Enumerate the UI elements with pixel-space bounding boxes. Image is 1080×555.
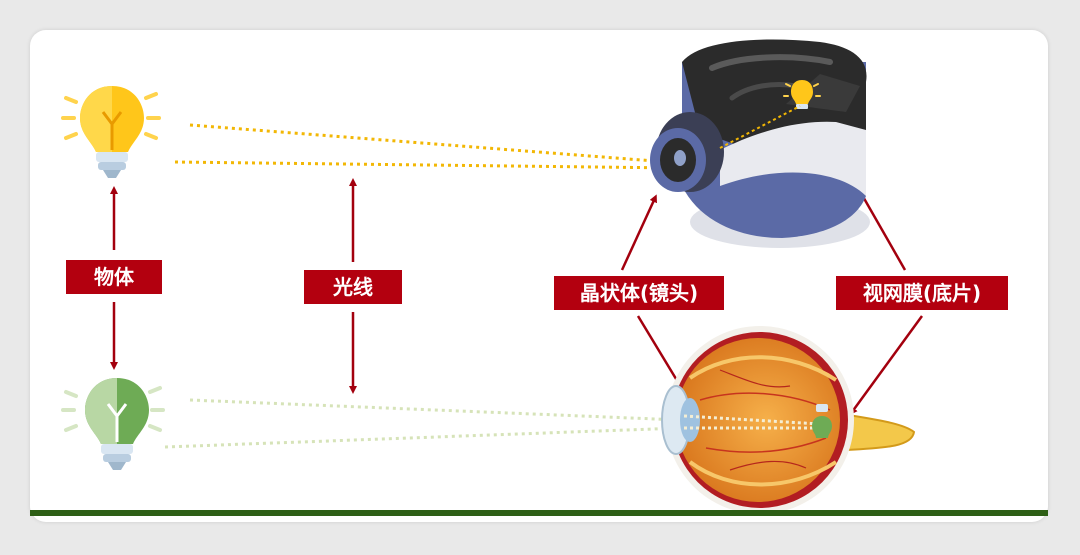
light-label: 光线 xyxy=(304,270,402,304)
camera-illustration xyxy=(650,39,870,248)
yellow-bulb-icon xyxy=(61,86,161,178)
eye-illustration xyxy=(661,326,916,514)
ray-lower-1 xyxy=(189,398,681,422)
object-label: 物体 xyxy=(66,260,162,294)
ground-line xyxy=(30,510,1048,516)
lens-label: 晶状体(镜头) xyxy=(554,276,724,310)
camera-bulb-icon xyxy=(783,80,821,109)
eye-bulb-icon xyxy=(812,404,832,438)
ray-upper-1 xyxy=(189,123,681,165)
ray-lower-2 xyxy=(164,426,681,449)
retina-label: 视网膜(底片) xyxy=(836,276,1008,310)
upper-light-rays xyxy=(174,123,681,170)
arrow-retina-eye xyxy=(849,315,924,416)
ray-upper-2 xyxy=(174,160,681,170)
arrow-lens-camera xyxy=(620,194,657,271)
lower-light-rays xyxy=(164,398,681,449)
green-bulb-icon xyxy=(61,378,165,470)
